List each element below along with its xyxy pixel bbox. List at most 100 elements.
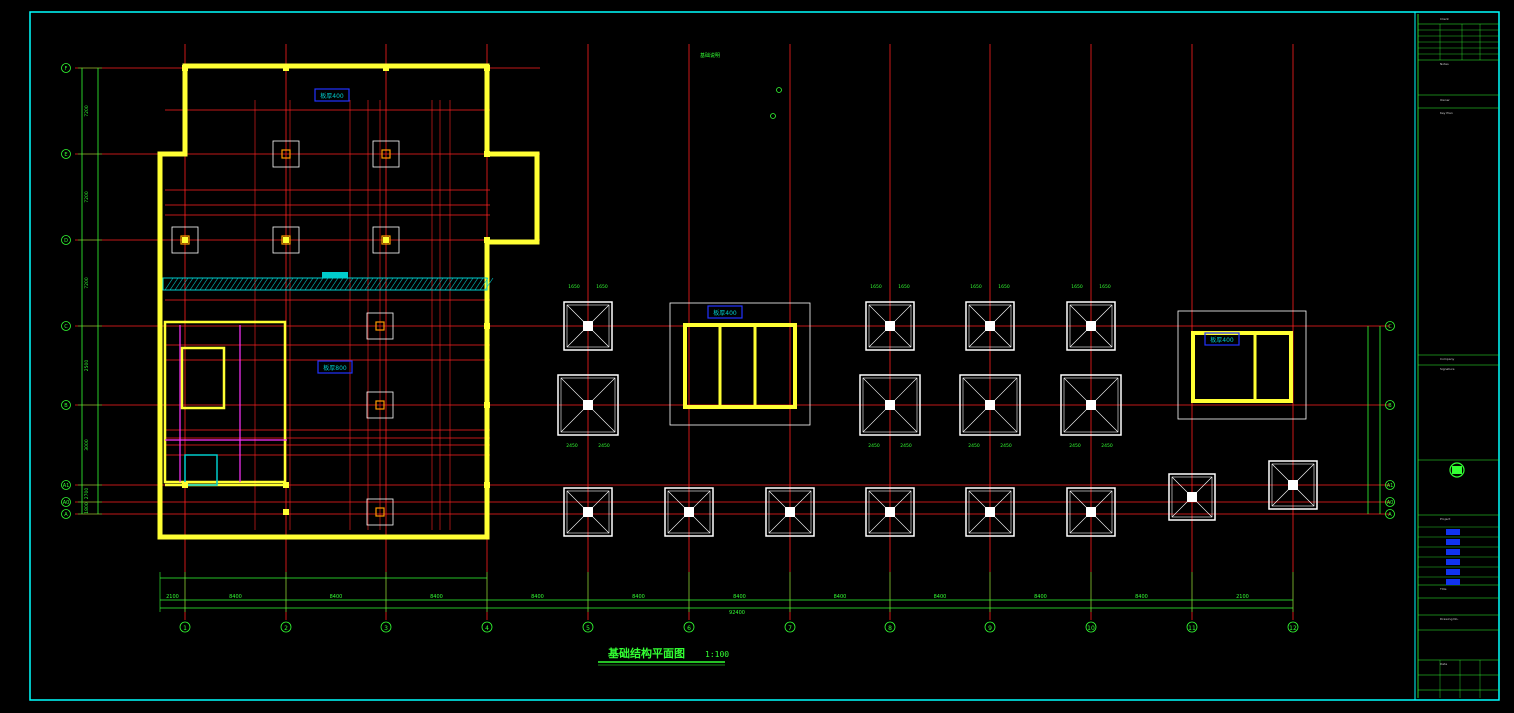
hatch-line	[429, 277, 439, 291]
pile	[381, 149, 391, 159]
hatch-line	[169, 277, 179, 291]
hatch-line	[279, 277, 289, 291]
axis-letter-label-right: A0	[1387, 500, 1394, 506]
hatch-line	[399, 277, 409, 291]
footing-column	[1187, 492, 1197, 502]
hatch-line	[174, 277, 184, 291]
column-marker	[484, 323, 490, 329]
hatch-line	[309, 277, 319, 291]
pad-footing-b-inner	[1063, 377, 1119, 433]
pad-footing-b	[1060, 374, 1122, 436]
footing-depth-label: 2450	[900, 443, 912, 449]
company-logo-icon	[1449, 462, 1465, 478]
hatch-line	[319, 277, 329, 291]
axis-letter-label: B	[64, 403, 68, 409]
title-block-row-label: Signature	[1440, 367, 1455, 371]
column-marker	[484, 237, 490, 243]
hatch-line	[464, 277, 474, 291]
signature-field	[1446, 569, 1460, 575]
footing-column	[1086, 400, 1096, 410]
footing-width-label: 1650	[998, 284, 1010, 290]
hatch-line	[179, 277, 189, 291]
hatch-line	[224, 277, 234, 291]
footing-width-label: 1650	[1071, 284, 1083, 290]
column-marker	[283, 237, 289, 243]
axis-bubble-number	[380, 621, 392, 633]
hatch-line	[364, 277, 374, 291]
axis-bubble-number	[1085, 621, 1097, 633]
hatch-line	[234, 277, 244, 291]
axis-bubble-number	[784, 621, 796, 633]
axis-bubble-letter	[61, 235, 71, 245]
signature-field	[1446, 559, 1460, 565]
hatch-line	[444, 277, 454, 291]
axis-bubble-letter-right	[1385, 497, 1395, 507]
hatch-marker	[322, 272, 348, 278]
title-block-row-label: Owner	[1440, 98, 1451, 102]
hatch-line	[204, 277, 214, 291]
pad-footing-b-inner	[560, 377, 616, 433]
pile-cap	[366, 312, 394, 340]
hatch-line	[289, 277, 299, 291]
hatch-line	[254, 277, 264, 291]
axis-number-label: 7	[788, 625, 792, 632]
axis-number-label: 8	[888, 625, 892, 632]
column-marker	[283, 65, 289, 71]
column-marker	[484, 65, 490, 71]
note-circle	[770, 113, 776, 119]
pad-footing-a	[765, 487, 815, 537]
footing-width-label: 1650	[970, 284, 982, 290]
title-block-row-label: Project	[1440, 517, 1451, 521]
hatch-line	[184, 277, 194, 291]
hatch-line	[189, 277, 199, 291]
hatch-line	[414, 277, 424, 291]
left-dim-label: 7200	[84, 105, 90, 117]
framed-foundation-a-outline	[669, 302, 811, 426]
slab-tag-label: 板厚400	[1210, 336, 1234, 344]
footing-column	[985, 507, 995, 517]
footing-column	[985, 321, 995, 331]
axis-letter-label: E	[64, 152, 67, 158]
axis-bubble-number	[280, 621, 292, 633]
hatch-line	[424, 277, 434, 291]
pad-footing-c-inner	[1069, 304, 1113, 348]
pad-footings	[557, 301, 1318, 537]
title-block-row-label: Key Plan	[1440, 111, 1453, 115]
footing-column	[583, 507, 593, 517]
footing-depth-label: 2450	[968, 443, 980, 449]
axis-bubble-number	[582, 621, 594, 633]
footing-column	[583, 400, 593, 410]
hatch-line	[324, 277, 334, 291]
pile-cap	[372, 140, 400, 168]
axis-number-label: 2	[284, 625, 288, 632]
pile	[375, 507, 385, 517]
hatch-line	[304, 277, 314, 291]
drawing-frame	[29, 11, 1500, 701]
axis-bubble-letter	[61, 63, 71, 73]
axis-number-label: 9	[988, 625, 992, 632]
framed-foundation-a-wall	[683, 323, 797, 409]
footing-depth-label: 2450	[598, 443, 610, 449]
axis-number-label: 1	[183, 625, 187, 632]
axis-bubble-letter	[61, 480, 71, 490]
hatch-line	[459, 277, 469, 291]
hatch-line	[484, 277, 494, 291]
left-dim-label: 1800	[84, 502, 90, 514]
pad-footing-b	[859, 374, 921, 436]
hatch-line	[359, 277, 369, 291]
hatch-line	[284, 277, 294, 291]
column-marker	[484, 482, 490, 488]
inner-wall-room	[163, 320, 287, 484]
bottom-dim-label: 8400	[430, 594, 443, 600]
footing-depth-label: 2450	[868, 443, 880, 449]
hatch-line	[344, 277, 354, 291]
axis-bubble-letter	[61, 149, 71, 159]
axis-bubble-number	[884, 621, 896, 633]
axis-number-label: 5	[586, 625, 590, 632]
pad-footing-a-top	[1268, 460, 1318, 510]
axis-letter-label: F	[65, 66, 68, 72]
title-block-row-label: Date	[1440, 662, 1447, 666]
hatch-line	[259, 277, 269, 291]
pile-cap	[366, 391, 394, 419]
